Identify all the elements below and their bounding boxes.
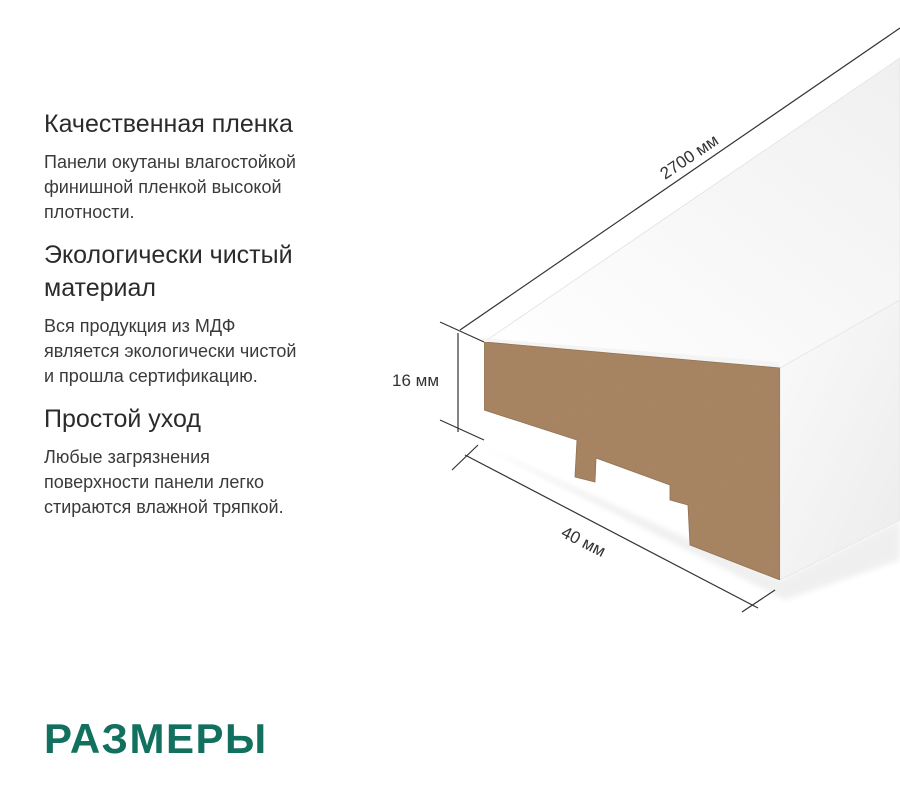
feature-film: Качественная пленка Панели окутаны влаго… (44, 108, 374, 225)
feature-eco: Экологически чистый материал Вся продукц… (44, 239, 374, 389)
panel-mdf-section (483, 341, 781, 581)
dim-height-ext-top (439, 321, 485, 343)
feature-text-line: финишной пленкой высокой (44, 177, 282, 197)
feature-title: Качественная пленка (44, 110, 293, 138)
feature-text-line: и прошла сертификацию. (44, 366, 258, 386)
dim-length-line (459, 27, 900, 331)
feature-text-line: является экологически чистой (44, 341, 297, 361)
dim-width-line (464, 454, 759, 609)
feature-text: Любые загрязнения поверхности панели лег… (44, 445, 374, 520)
feature-text: Панели окутаны влагостойкой финишной пле… (44, 150, 374, 225)
dim-width-ext-right (741, 589, 776, 613)
feature-text-line: Вся продукция из МДФ (44, 316, 236, 336)
feature-text-line: поверхности панели легко (44, 472, 265, 492)
feature-title: Простой уход (44, 405, 201, 433)
feature-care: Простой уход Любые загрязнения поверхнос… (44, 403, 374, 520)
feature-text-line: плотности. (44, 202, 135, 222)
section-title: РАЗМЕРЫ (44, 715, 268, 762)
dim-height-ext-bottom (439, 419, 485, 441)
dim-height-label: 16 мм (392, 371, 439, 390)
feature-title: Экологически чистый материал (44, 239, 374, 305)
feature-title-line: материал (44, 274, 156, 302)
feature-text: Вся продукция из МДФ является экологичес… (44, 314, 374, 389)
dim-width-ext-left (451, 444, 479, 471)
panel-film-edge (480, 338, 780, 368)
feature-text-line: Любые загрязнения (44, 447, 210, 467)
feature-title-line: Экологически чистый (44, 241, 293, 269)
dim-width-label: 40 мм (558, 523, 609, 561)
features-list: Качественная пленка Панели окутаны влаго… (44, 108, 374, 534)
panel-top-face (482, 57, 900, 369)
dimension-lines (439, 27, 900, 613)
feature-text-line: стираются влажной тряпкой. (44, 497, 284, 517)
feature-text-line: Панели окутаны влагостойкой (44, 152, 296, 172)
